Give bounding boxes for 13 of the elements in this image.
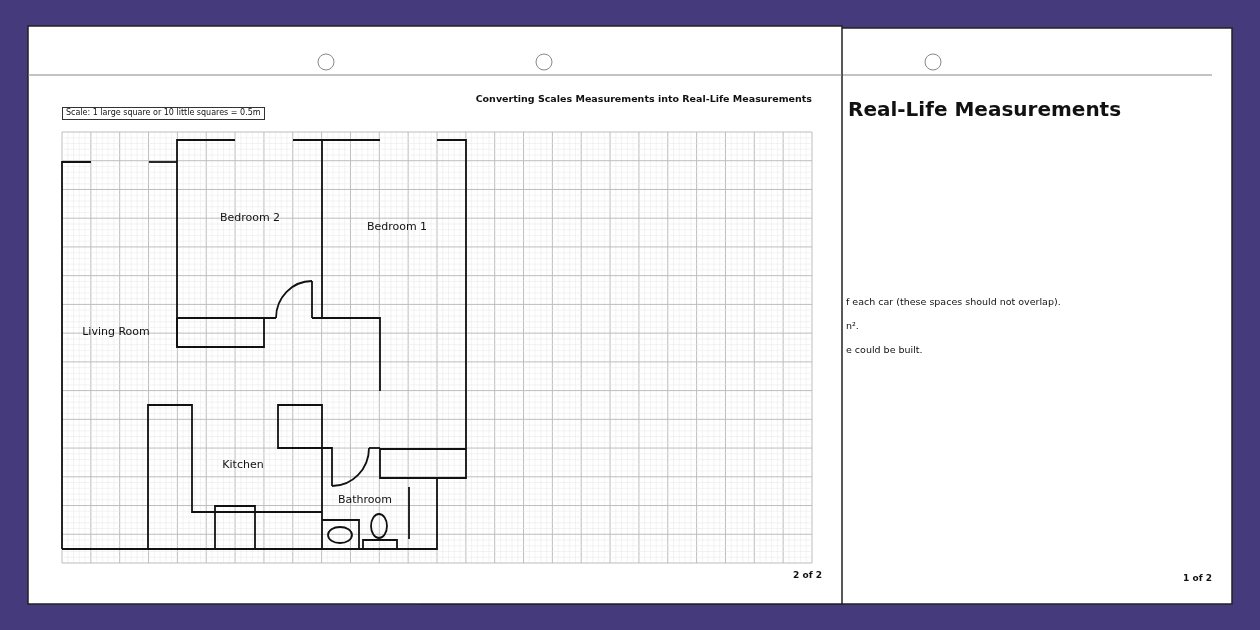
instruction-text: f each car (these spaces should not overlap). xyxy=(846,297,1061,308)
room-label: Bedroom 2 xyxy=(219,212,281,225)
instruction-text: e could be built. xyxy=(846,345,923,356)
room-label: Bathroom xyxy=(338,494,392,507)
room-label: Living Room xyxy=(82,326,150,339)
room-label: Bedroom 1 xyxy=(366,221,428,234)
room-label: Kitchen xyxy=(222,459,264,472)
worksheet-title: Converting Scales Measurements into Real-Life Measurements xyxy=(475,94,812,105)
scale-note: Scale: 1 large square or 10 little squares = 0.5m xyxy=(62,107,265,120)
page-number: 1 of 2 xyxy=(1183,574,1212,584)
page-number: 2 of 2 xyxy=(793,571,822,581)
instruction-text: n². xyxy=(846,321,859,332)
worksheet-heading: Real-Life Measurements xyxy=(848,98,1122,120)
